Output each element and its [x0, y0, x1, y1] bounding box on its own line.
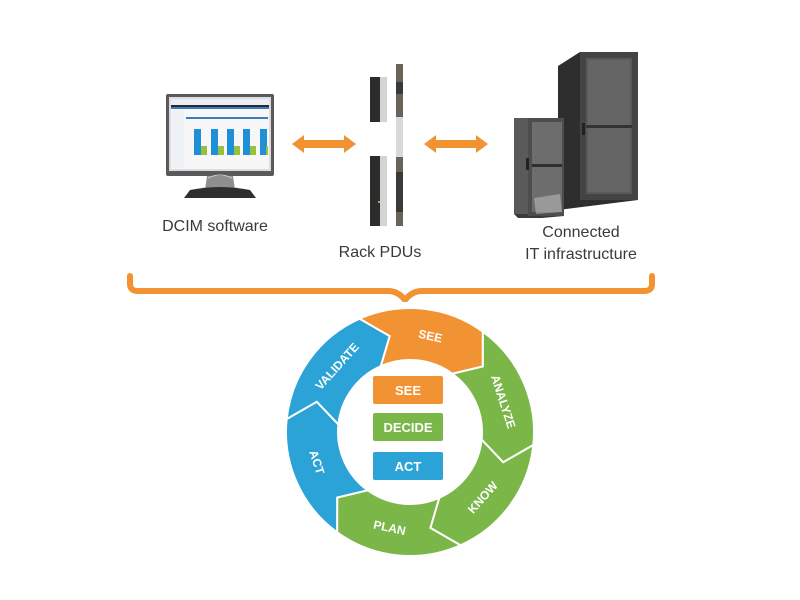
dcim-software-component [160, 92, 280, 207]
curly-brace-icon [127, 273, 655, 303]
cycle-label-plan: PLAN [372, 518, 407, 538]
center-box-see: SEE [373, 376, 443, 404]
center-box-act-label: ACT [394, 458, 422, 474]
screen-chart [194, 129, 268, 155]
rack-pdu-component [366, 62, 416, 232]
center-box-see-label: SEE [394, 382, 421, 398]
it-infrastructure-component [510, 48, 642, 220]
connected-infra-label-line2: IT infrastructure [525, 246, 637, 263]
double-arrow-icon [292, 135, 356, 153]
rack-pdus-label: Rack PDUs [338, 244, 422, 261]
center-box-decide: DECIDE [373, 413, 443, 441]
cycle-segment-validate [285, 317, 391, 427]
connector-dcim-pdu [292, 134, 356, 154]
dcim-software-label: DCIM software [162, 218, 268, 235]
server-rack-icon [514, 52, 638, 220]
grouping-brace [126, 272, 656, 303]
monitor-icon [166, 94, 274, 198]
rack-pdu-icon [370, 64, 403, 226]
double-arrow-icon [424, 135, 488, 153]
connected-infra-label-line1: Connected [542, 224, 620, 241]
cycle-label-see: SEE [417, 327, 443, 346]
center-box-act: ACT [373, 452, 443, 480]
connector-pdu-infra [424, 134, 488, 154]
center-box-decide-label: DECIDE [383, 419, 433, 435]
